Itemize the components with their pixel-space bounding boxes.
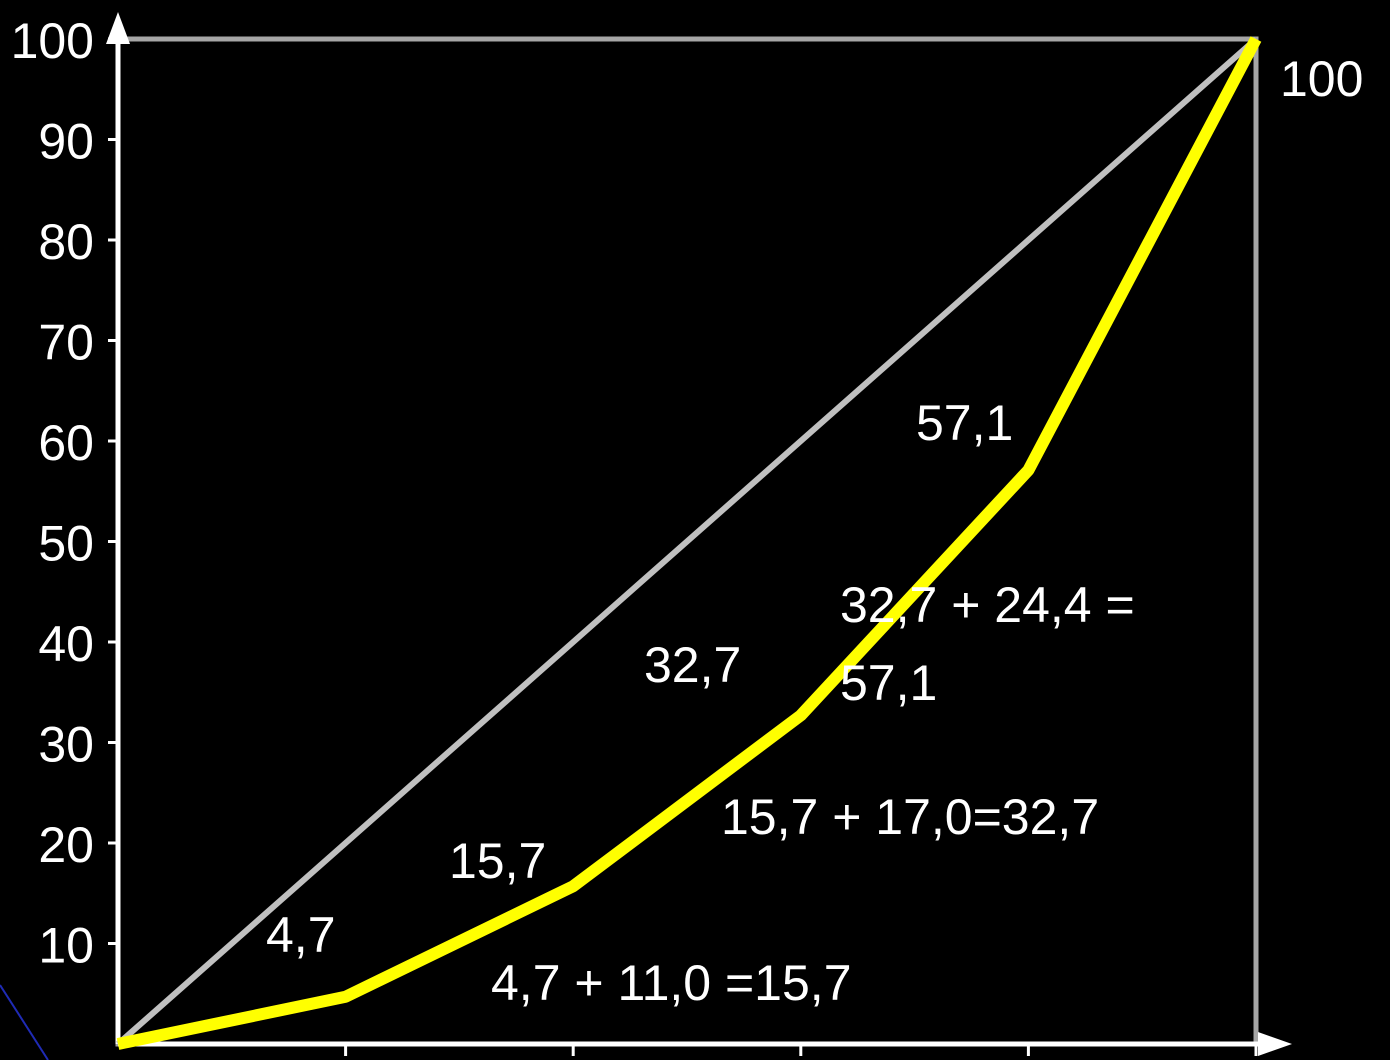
y-tick-label: 60 — [38, 415, 94, 471]
y-tick-label: 70 — [38, 315, 94, 371]
annotation-text: 32,7 + 24,4 = — [840, 577, 1135, 633]
y-tick-label: 40 — [38, 616, 94, 672]
y-tick-label: 80 — [38, 214, 94, 270]
y-tick-label: 20 — [38, 817, 94, 873]
series-layer — [116, 36, 1262, 1050]
y-tick-label: 100 — [11, 13, 94, 69]
annotation-text: 57,1 — [840, 655, 937, 711]
series-line-equality — [116, 36, 1258, 1047]
x-axis-arrow — [1258, 1032, 1292, 1056]
y-tick-label: 50 — [38, 516, 94, 572]
series-line-lorenz — [116, 36, 1262, 1050]
y-tick-label: 30 — [38, 717, 94, 773]
annotation-text: 4,7 + 11,0 =15,7 — [491, 955, 852, 1011]
annotation-text: 15,7 + 17,0=32,7 — [721, 789, 1099, 845]
corner-decoration-line — [0, 984, 49, 1060]
point-label: 32,7 — [644, 637, 741, 693]
point-label: 100 — [1280, 51, 1363, 107]
point-label: 15,7 — [449, 833, 546, 889]
y-tick-label: 90 — [38, 114, 94, 170]
point-label: 4,7 — [266, 907, 336, 963]
y-tick-label: 10 — [38, 918, 94, 974]
y-tick-labels: 10 20 30 40 50 60 70 80 90 100 — [11, 13, 94, 974]
y-axis-arrow — [106, 12, 130, 44]
point-label: 57,1 — [916, 395, 1013, 451]
